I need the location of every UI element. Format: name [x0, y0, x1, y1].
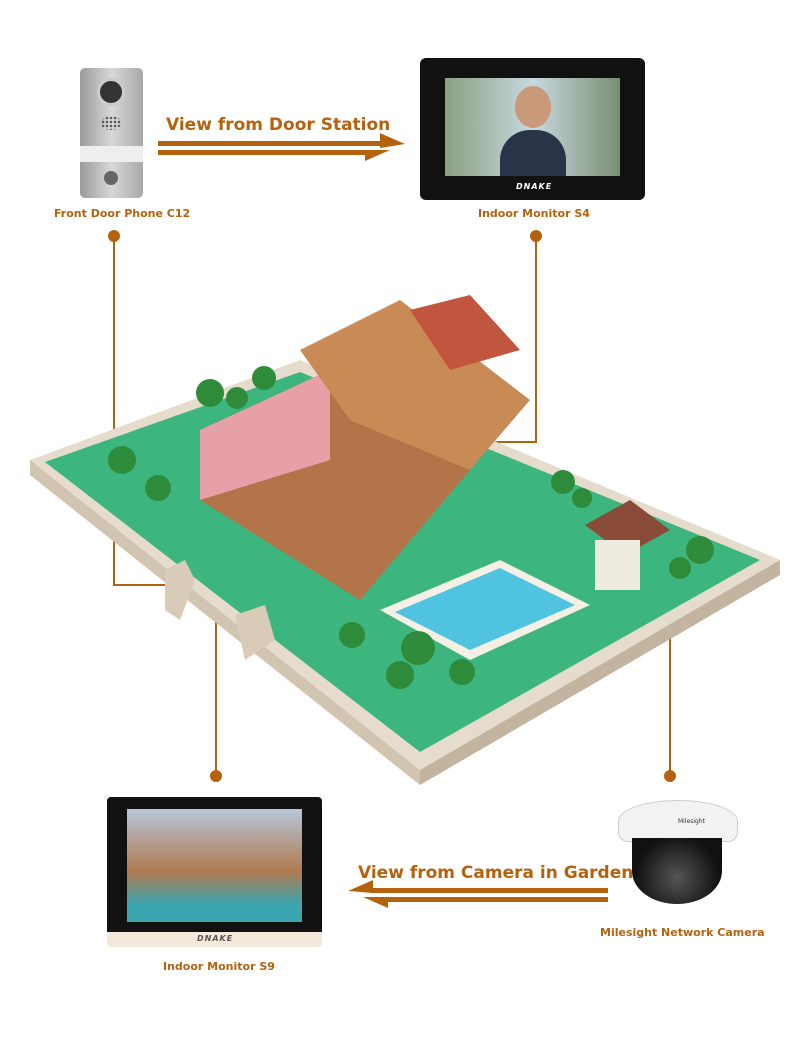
indoor-monitor-s9-label: Indoor Monitor S9: [163, 960, 275, 973]
network-camera-label: Milesight Network Camera: [600, 926, 765, 939]
door-phone-image: [80, 68, 143, 198]
indoor-monitor-s4-label: Indoor Monitor S4: [478, 207, 590, 220]
dnake-logo: DNAKE: [516, 182, 553, 191]
house-illustration: [30, 295, 780, 785]
view-from-door-station-title: View from Door Station: [166, 115, 391, 135]
network-camera-image: Milesight: [618, 800, 738, 910]
trees: [108, 366, 714, 689]
milesight-logo: Milesight: [678, 818, 705, 825]
dnake-logo: DNAKE: [197, 934, 234, 943]
indoor-monitor-s9-image: DNAKE: [107, 797, 322, 947]
view-from-camera-title: View from Camera in Garden: [358, 863, 634, 883]
indoor-monitor-s4-image: DNAKE: [420, 58, 645, 200]
door-phone-label: Front Door Phone C12: [54, 207, 191, 220]
